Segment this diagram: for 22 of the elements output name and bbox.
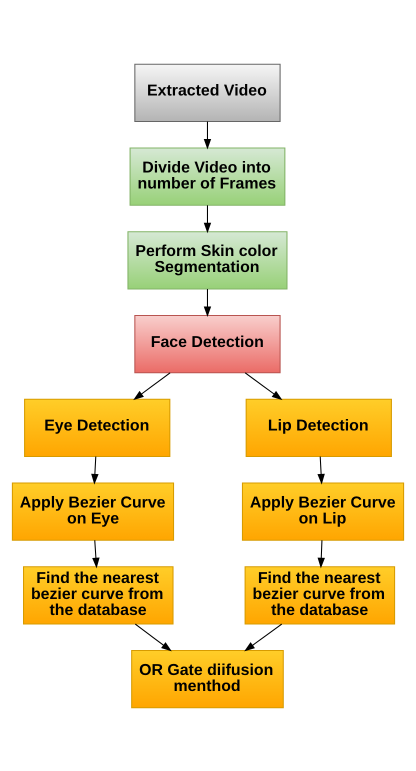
arrow (204, 288, 212, 317)
node-box: Face Detection (134, 314, 281, 373)
arrow (204, 204, 212, 233)
node-box: Lip Detection (246, 398, 392, 457)
node-box: Apply Bezier Curve on Lip (242, 482, 404, 540)
node-box: Perform Skin color Segmentation (127, 230, 288, 290)
arrow (204, 121, 212, 150)
arrow (134, 623, 172, 651)
arrow (133, 372, 170, 400)
node-box: Apply Bezier Curve on Eye (12, 482, 174, 540)
node-box: Eye Detection (24, 398, 170, 457)
arrow (317, 456, 325, 484)
node-box: Divide Video into number of Frames (130, 146, 286, 206)
arrow (91, 456, 99, 484)
arrow (318, 540, 325, 568)
node-box: Find the nearest bezier curve from the database (244, 566, 396, 624)
node-box: OR Gate diifusion menthod (131, 649, 284, 708)
arrow (244, 372, 282, 400)
arrow (244, 623, 282, 651)
arrow (92, 540, 100, 568)
node-box: Extracted Video (134, 63, 281, 122)
node-box: Find the nearest bezier curve from the database (23, 566, 174, 624)
